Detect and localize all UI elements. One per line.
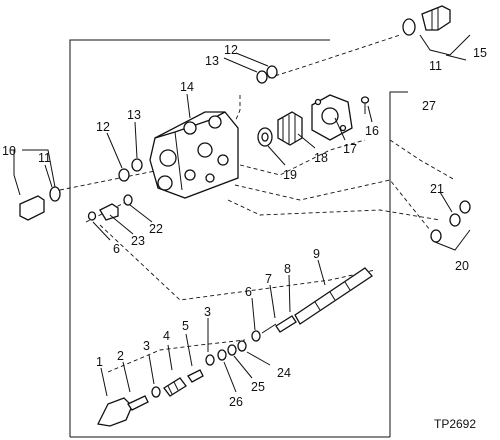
callout-13-top: 13 [205,54,219,68]
callout-25: 25 [251,380,265,394]
seal-ring [257,127,273,147]
callout-4: 4 [163,329,170,343]
callout-7: 7 [265,272,272,286]
plug [19,186,61,221]
callout-23: 23 [131,234,145,248]
callout-8: 8 [284,262,291,276]
callout-27: 27 [422,99,436,113]
spring-guide [251,315,297,342]
leader-lines [10,34,471,397]
callout-26: 26 [229,395,243,409]
callout-18: 18 [314,151,328,165]
callout-6b: 6 [113,242,120,256]
callout-16: 16 [365,124,379,138]
callout-10: 10 [2,144,16,158]
callout-3: 3 [143,339,150,353]
o-rings-left [118,158,143,182]
piston-boot [277,111,303,146]
callout-1: 1 [96,355,103,369]
cover-screw [360,96,370,114]
callout-12-top: 12 [224,43,238,57]
callout-11-right: 11 [429,59,442,73]
cover-plate [311,94,353,141]
callout-12-left: 12 [96,120,110,134]
fitting-small [87,194,133,221]
callout-20: 20 [455,259,469,273]
valve-body [149,111,239,199]
callout-9: 9 [313,247,320,261]
figure-code: TP2692 [434,417,476,431]
callout-6: 6 [245,285,252,299]
callout-21: 21 [430,182,444,196]
pipe-fitting [402,5,451,36]
callout-5: 5 [182,319,189,333]
plunger-assembly [97,340,247,427]
o-rings-upper [256,65,278,84]
callout-24: 24 [277,366,291,380]
callout-19: 19 [283,168,297,182]
callout-labels: 1 2 3 4 5 3 6 7 8 9 10 11 12 13 14 12 13… [2,43,487,409]
spool [294,267,373,325]
callout-15: 15 [473,46,487,60]
assembly-frame [69,39,408,438]
callout-11-left: 11 [38,151,51,165]
callout-17: 17 [343,142,357,156]
callout-2: 2 [117,349,124,363]
callout-13-left: 13 [127,108,141,122]
callout-22: 22 [149,222,163,236]
callout-3b: 3 [204,305,211,319]
alignment-lines [59,34,456,373]
o-rings-right [430,200,471,243]
callout-14: 14 [180,80,194,94]
